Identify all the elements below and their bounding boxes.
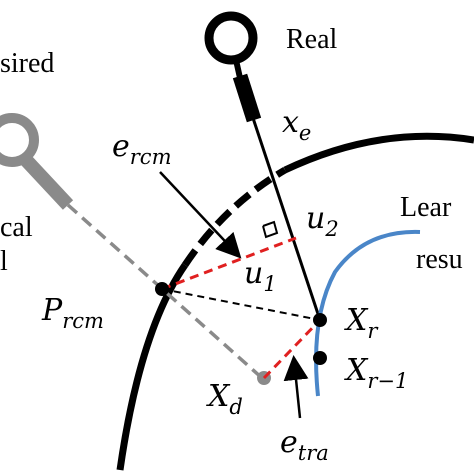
e-tra-arrow xyxy=(283,355,309,419)
label-real: Real xyxy=(286,24,338,55)
label-x-e: xe xyxy=(282,105,311,145)
label-x-r: Xr xyxy=(344,303,379,343)
real-instrument-stem xyxy=(233,59,243,79)
label-p-rcm: Prcm xyxy=(41,293,104,333)
label-desired: sired xyxy=(0,48,54,79)
real-instrument-ring xyxy=(204,11,258,65)
label-x-r-minus-1: Xr−1 xyxy=(344,353,408,393)
label-u-2: u2 xyxy=(306,201,339,241)
label-e-rcm: ercm xyxy=(112,129,171,169)
body-wall-arc-dashed xyxy=(182,166,287,267)
desired-instrument-shaft xyxy=(66,203,264,380)
x-r-point xyxy=(313,313,327,327)
real-instrument-shaft xyxy=(250,114,322,321)
e-rcm-error-line xyxy=(161,236,297,291)
e-tra-error-line xyxy=(262,318,322,380)
label-learned-1: Lear xyxy=(400,192,452,223)
desired-instrument-ring xyxy=(0,113,39,167)
label-x-d: Xd xyxy=(206,379,243,419)
label-u-1: u1 xyxy=(244,256,277,296)
real-instrument xyxy=(204,11,322,321)
e-rcm-arrow xyxy=(159,171,242,259)
x-r-minus-1-point xyxy=(313,351,327,365)
desired-instrument-handle xyxy=(20,155,74,210)
real-instrument-handle xyxy=(232,73,262,123)
label-e-tra: etra xyxy=(280,425,329,465)
label-virtual-1: cal xyxy=(0,212,33,243)
body-wall-arc-solid xyxy=(116,263,188,471)
label-virtual-2: l xyxy=(0,246,8,277)
body-wall-arc-solid-top xyxy=(283,132,474,174)
right-angle-marker xyxy=(262,220,279,239)
prcm-to-xr-line xyxy=(161,288,321,321)
p-rcm-point xyxy=(155,282,169,296)
desired-instrument xyxy=(0,113,271,385)
label-learned-2: resu xyxy=(416,244,463,275)
